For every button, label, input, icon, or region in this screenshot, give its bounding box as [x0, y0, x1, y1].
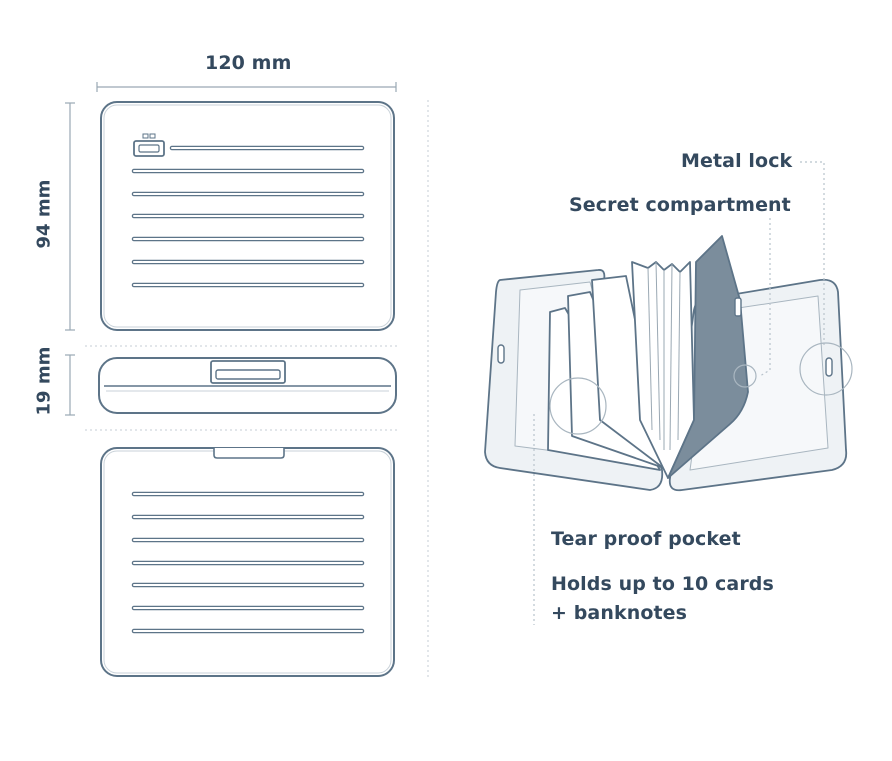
wallet-side-view — [98, 357, 397, 414]
width-dimension-line — [96, 82, 397, 92]
metal-lock-icon — [734, 297, 742, 317]
capacity-label-line1: Holds up to 10 cards — [551, 573, 774, 595]
secret-compartment-callout-circle — [733, 364, 757, 388]
wallet-front-view — [100, 101, 395, 331]
depth-label: 19 mm — [33, 346, 55, 416]
wallet-back-view — [100, 447, 395, 677]
secret-compartment-panel — [667, 235, 749, 479]
tear-proof-pocket-label: Tear proof pocket — [551, 528, 741, 550]
secret-compartment-label: Secret compartment — [569, 194, 791, 216]
height-label: 94 mm — [33, 179, 55, 249]
guide-lines — [85, 100, 429, 680]
side-lock-icon — [210, 360, 286, 384]
wallet-open-view — [484, 235, 848, 492]
callout-circles — [549, 342, 853, 435]
depth-dimension-line — [65, 354, 75, 416]
tear-proof-callout-circle — [549, 377, 607, 435]
metal-lock-label: Metal lock — [681, 150, 793, 172]
back-clasp — [213, 448, 285, 459]
lock-button-icon — [133, 133, 165, 157]
width-label: 120 mm — [205, 52, 292, 74]
capacity-label-line2: + banknotes — [551, 602, 688, 624]
callout-leaders — [533, 161, 825, 625]
metal-lock-callout-circle — [799, 342, 853, 396]
height-dimension-line — [65, 102, 75, 331]
